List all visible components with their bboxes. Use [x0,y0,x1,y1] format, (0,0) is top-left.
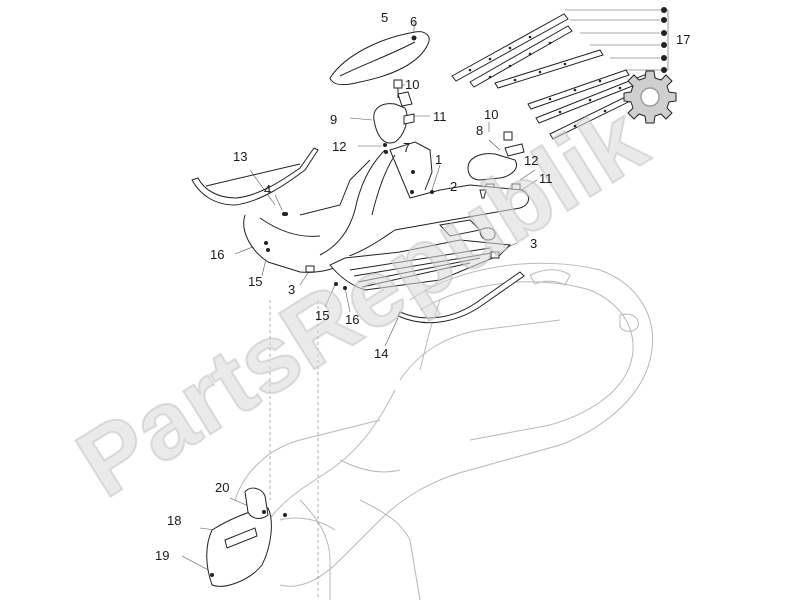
callout-8: 8 [476,123,483,138]
callout-12-right: 12 [524,153,538,168]
callout-1: 1 [435,152,442,167]
callout-19: 19 [155,548,169,563]
part-10-clip [393,79,403,89]
part-19-screw [210,573,214,577]
scooter-body-ghost [234,262,654,601]
callout-2: 2 [450,179,457,194]
part-12-fasteners-left [383,143,388,154]
small-fasteners [264,170,500,290]
gear-icon [623,70,677,124]
part-18-lower-panel [206,487,287,587]
callout-7: 7 [403,140,410,155]
callout-4: 4 [264,182,271,197]
part-15-screw-left [266,248,270,252]
callout-16-right: 16 [345,312,359,327]
callout-labels: 5 6 10 9 11 12 10 8 13 7 1 4 2 12 11 16 … [155,10,690,563]
callout-10-right: 10 [484,107,498,122]
part-13-trim-strip [191,147,319,206]
guide-lines [269,300,319,600]
part-8-bracket [467,131,525,191]
callout-14: 14 [374,346,388,361]
part-17-rubber-strips [451,7,667,140]
callout-5: 5 [381,10,388,25]
part-3-clip-right [490,251,500,259]
part-20-bracket [244,487,269,519]
part-2-screw [479,189,487,199]
part-9-bracket [373,91,415,144]
floor-mat [329,239,512,291]
callout-17: 17 [676,32,690,47]
part-3-clip-left [305,265,315,273]
part-10-clip-right [503,131,513,141]
callout-18: 18 [167,513,181,528]
part-16-screw-left [264,241,268,245]
part-16-screw-right [343,286,347,290]
callout-15-right: 15 [315,308,329,323]
part-14-curved-strip [397,271,525,324]
part-6-screw [411,35,417,41]
callout-9: 9 [330,112,337,127]
callout-16-left: 16 [210,247,224,262]
fasteners-top [393,35,417,98]
part-4-screw [282,212,286,216]
part-5-cover-panel [329,31,430,86]
callout-20: 20 [215,480,229,495]
strip-end-markers [661,7,667,73]
callout-11-top: 11 [433,109,447,124]
watermark-text: PartsRepublik [59,85,664,518]
part-15-screw-right [334,282,338,286]
callout-15-left: 15 [248,274,262,289]
strip-rivets [468,35,637,128]
callout-3-right: 3 [530,236,537,251]
callout-11-right: 11 [539,171,553,186]
watermark: PartsRepublik [58,84,665,519]
callout-6: 6 [410,14,417,29]
callout-12-left: 12 [332,139,346,154]
callout-10-top: 10 [405,77,419,92]
callout-3-left: 3 [288,282,295,297]
callout-13: 13 [233,149,247,164]
